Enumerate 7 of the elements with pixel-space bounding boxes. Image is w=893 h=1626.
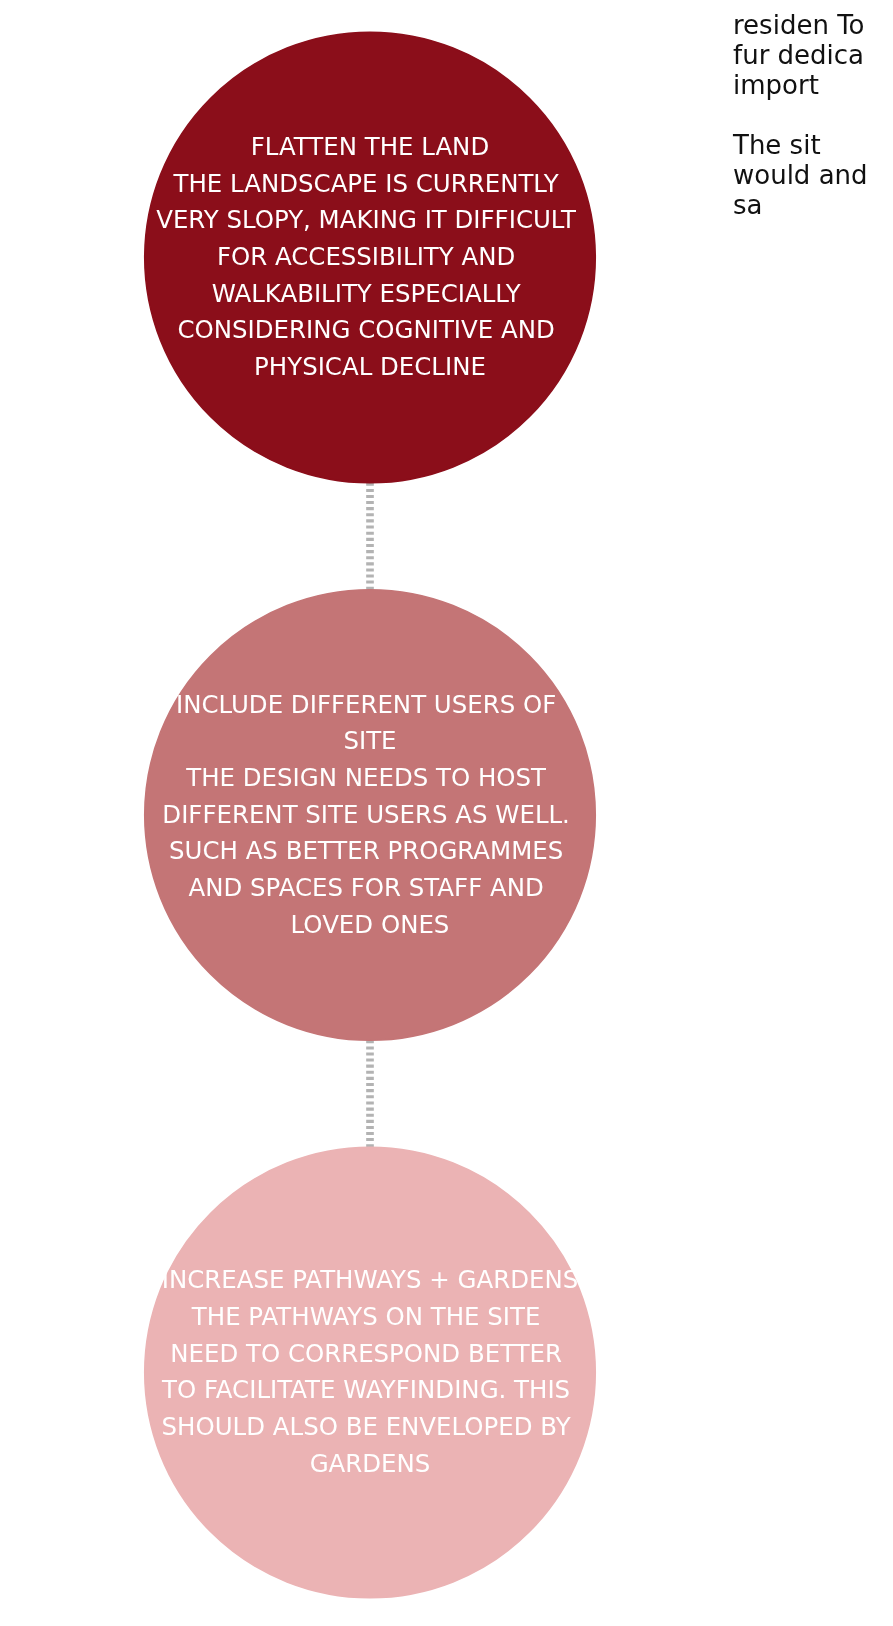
connector: [366, 482, 374, 590]
connector: [366, 1040, 374, 1148]
paragraph-text: The sit would and sa: [733, 130, 869, 220]
node-circle: FLATTEN THE LAND THE LANDSCAPE IS CURRENTLY VERY SLOPY, MAKING IT DIFFICULT FOR ACCESSIBILITY AND WALKABILITY ESPECIALLY CONSIDERING COGNITIVE AND PHYSICAL DECLINE: [143, 31, 597, 484]
node-circle: INCREASE PATHWAYS + GARDENS THE PATHWAYS ON THE SITE NEED TO CORRESPOND BETTER TO FACILITATE WAYFINDING. THIS SHOULD ALSO BE ENVELOPED BY GARDENS: [143, 1146, 597, 1599]
paragraph-text: residen To fur dedica import: [733, 10, 866, 100]
node-circle: INCLUDE DIFFERENT USERS OF SITE THE DESIGN NEEDS TO HOST DIFFERENT SITE USERS AS WELL. SUCH AS BETTER PROGRAMMES AND SPACES FOR STAFF AND LOVED ONES: [143, 588, 597, 1042]
